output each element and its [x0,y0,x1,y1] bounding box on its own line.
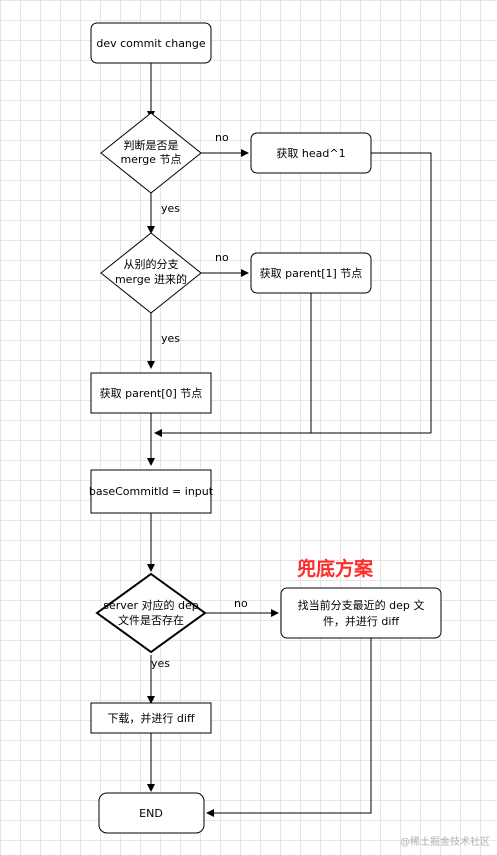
label-yes-3: yes [151,657,170,670]
node-get-parent1-label: 获取 parent[1] 节点 [260,267,363,280]
edges [147,63,432,817]
node-dep-exists-label-2: 文件是否存在 [118,613,184,627]
fallback-note: 兜底方案 [297,557,374,580]
label-no-2: no [215,251,229,264]
node-start[interactable]: dev commit change [90,22,212,64]
node-get-head-label: 获取 head^1 [276,147,345,160]
node-download[interactable]: 下载，并进行 diff [90,702,212,734]
node-is-merge[interactable]: 判断是否是 merge 节点 [100,112,202,194]
label-yes-1: yes [161,202,180,215]
node-from-branch-label-1: 从别的分支 [124,257,179,271]
node-get-head[interactable]: 获取 head^1 [250,132,372,174]
node-find-dep-label-1: 找当前分支最近的 dep 文 [298,598,425,612]
node-download-label: 下载，并进行 diff [107,711,195,725]
node-end-label: END [139,807,163,820]
node-get-parent1[interactable]: 获取 parent[1] 节点 [250,252,372,294]
node-find-dep[interactable]: 找当前分支最近的 dep 文 件，并进行 diff [280,587,442,639]
node-end[interactable]: END [98,792,205,834]
node-from-branch[interactable]: 从别的分支 merge 进来的 [100,232,202,314]
node-assign-base-label: baseCommitId = input [89,485,214,498]
node-is-merge-label-1: 判断是否是 [124,138,179,152]
watermark: @稀土掘金技术社区 [400,835,490,848]
node-start-label: dev commit change [96,37,206,50]
node-get-parent0-label: 获取 parent[0] 节点 [100,387,203,400]
node-find-dep-label-2: 件，并进行 diff [323,614,400,628]
label-no-1: no [215,131,229,144]
node-get-parent0[interactable]: 获取 parent[0] 节点 [90,372,212,414]
label-yes-2: yes [161,332,180,345]
edge-find-dep-to-end [206,638,372,817]
edge-head-to-merge-line [371,152,432,433]
node-from-branch-label-2: merge 进来的 [115,272,187,286]
node-dep-exists[interactable]: server 对应的 dep 文件是否存在 [95,572,207,654]
node-is-merge-label-2: merge 节点 [120,153,181,166]
node-dep-exists-label-1: server 对应的 dep [103,598,199,612]
node-assign-base[interactable]: baseCommitId = input [89,469,214,514]
label-no-3: no [234,597,248,610]
